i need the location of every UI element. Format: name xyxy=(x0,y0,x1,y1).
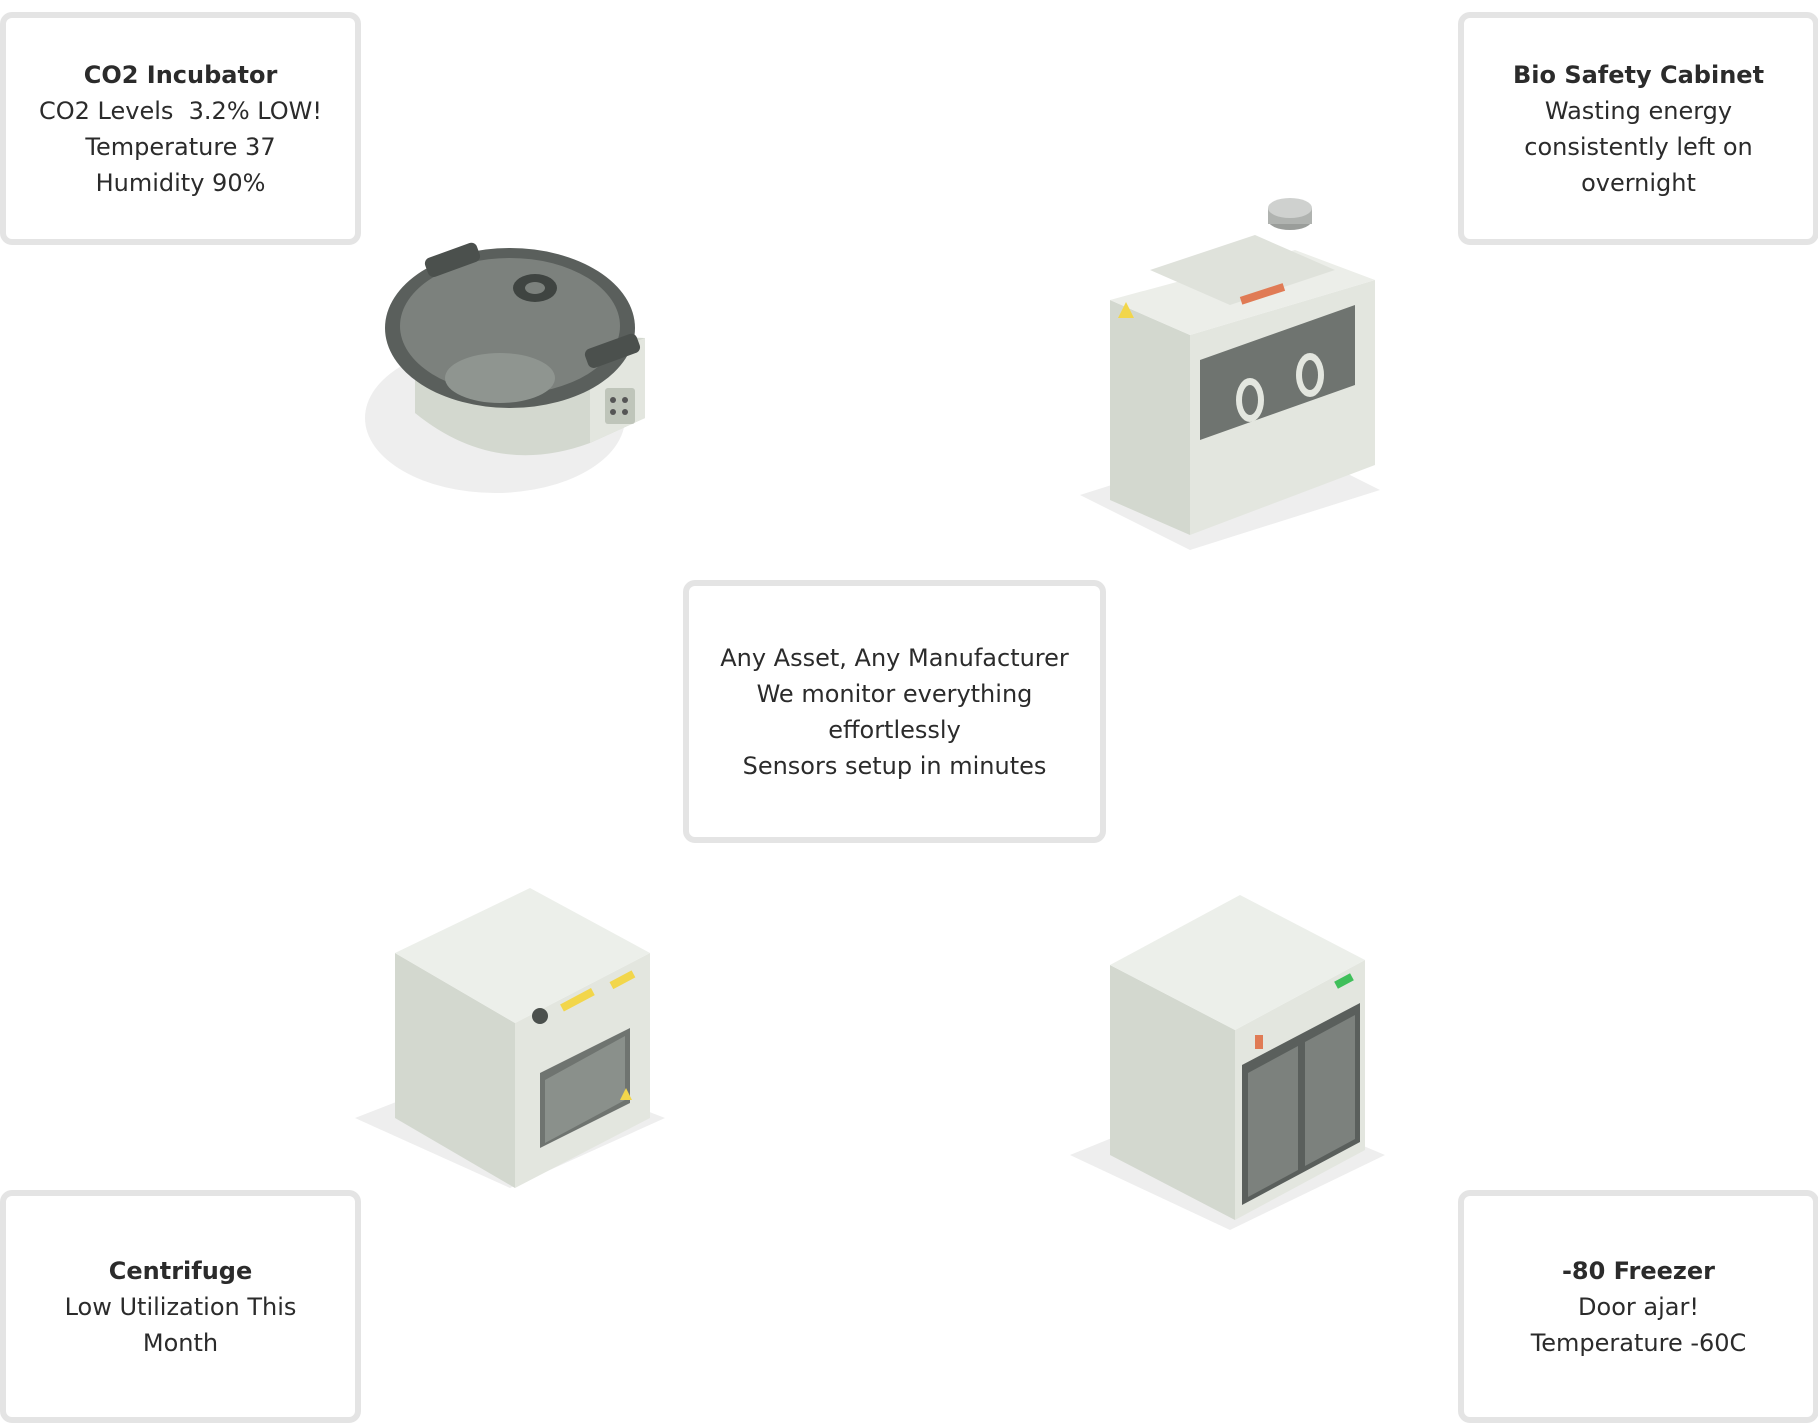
co2-humidity-text: Humidity 90% xyxy=(95,168,266,197)
center-line-3: effortlessly xyxy=(828,715,961,744)
bio-safety-cabinet-illustration xyxy=(1080,198,1380,550)
centrifuge-card: Centrifuge Low Utilization This Month xyxy=(0,1190,361,1423)
co2-level-text: CO2 Levels 3.2% LOW! xyxy=(38,96,323,125)
co2-incubator-title: CO2 Incubator xyxy=(83,60,278,89)
bsc-line-2: consistently left on xyxy=(1524,132,1753,161)
bio-safety-cabinet-title: Bio Safety Cabinet xyxy=(1512,60,1765,89)
freezer-title: -80 Freezer xyxy=(1561,1256,1716,1285)
centrifuge-illustration xyxy=(365,242,645,493)
bsc-line-3: overnight xyxy=(1581,168,1696,197)
freezer-line-1: Door ajar! xyxy=(1578,1292,1699,1321)
center-line-1: Any Asset, Any Manufacturer xyxy=(720,643,1069,672)
centrifuge-line-2: Month xyxy=(142,1328,219,1357)
co2-temperature-text: Temperature 37 xyxy=(85,132,276,161)
oven-illustration xyxy=(355,888,665,1188)
centrifuge-line-1: Low Utilization This xyxy=(64,1292,297,1321)
centrifuge-title: Centrifuge xyxy=(108,1256,253,1285)
center-message-card: Any Asset, Any Manufacturer We monitor e… xyxy=(683,580,1106,843)
bsc-line-1: Wasting energy xyxy=(1544,96,1733,125)
co2-incubator-card: CO2 Incubator CO2 Levels 3.2% LOW! Tempe… xyxy=(0,12,361,245)
center-line-2: We monitor everything xyxy=(756,679,1033,708)
bio-safety-cabinet-card: Bio Safety Cabinet Wasting energy consis… xyxy=(1458,12,1818,245)
freezer-illustration xyxy=(1070,895,1385,1230)
center-line-4: Sensors setup in minutes xyxy=(742,751,1047,780)
freezer-card: -80 Freezer Door ajar! Temperature -60C xyxy=(1458,1190,1818,1423)
freezer-line-2: Temperature -60C xyxy=(1530,1328,1747,1357)
